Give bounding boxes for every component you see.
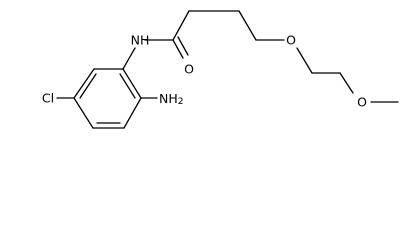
bond-carbonyl-o-b bbox=[177, 36, 189, 56]
ring-bond-c5-c6 bbox=[123, 97, 142, 129]
chemical-structure: NH O O O Cl NH2 bbox=[42, 10, 399, 129]
ether-oxygen-2-label: O bbox=[357, 95, 367, 110]
bond-c6-o2 bbox=[339, 72, 354, 94]
ring-bond-c3-c4 bbox=[73, 97, 94, 129]
ring-bond-c6-c1-inner bbox=[119, 73, 136, 99]
carbonyl-oxygen-label: O bbox=[184, 62, 194, 77]
atom-labels: NH O O O Cl NH2 bbox=[42, 33, 367, 110]
ring-bond-c2-c3-inner bbox=[79, 73, 97, 99]
chlorine-label: Cl bbox=[42, 91, 54, 106]
bond-chain-c1-c2 bbox=[172, 10, 190, 41]
bond-chain-c3-c4 bbox=[238, 10, 257, 41]
bond-carbonyl-o-a bbox=[172, 39, 184, 59]
ring-bond-c2-c3 bbox=[73, 68, 95, 99]
bond-ring-nh bbox=[122, 47, 136, 70]
bonds bbox=[56, 10, 399, 129]
amino-label: NH2 bbox=[159, 91, 183, 108]
amide-nh-label: NH bbox=[131, 33, 150, 48]
ether-oxygen-1-label: O bbox=[286, 33, 296, 48]
amino-label-main: NH bbox=[159, 91, 178, 106]
amino-label-subscript: 2 bbox=[178, 97, 184, 107]
ring-bond-c6-c1 bbox=[122, 68, 142, 99]
bond-o1-c5 bbox=[296, 47, 313, 74]
